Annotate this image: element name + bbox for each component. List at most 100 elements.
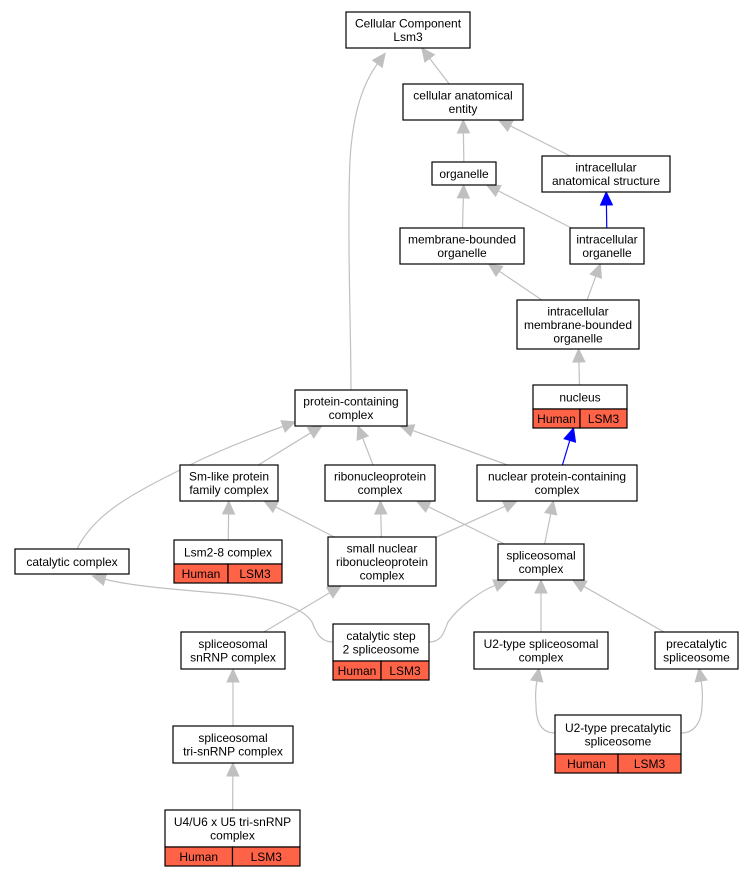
annotation-species: Human — [567, 757, 606, 771]
node-box — [345, 11, 471, 49]
edge-arrowhead — [306, 425, 323, 439]
node-box — [327, 536, 437, 587]
edge-arrowhead — [371, 52, 386, 69]
edge-u2-type-precatalytic-spliceosome-to-precatalytic-spliceosome — [680, 666, 708, 734]
edge-cellular-anatomical-entity-to-cellular-component-lsm3 — [421, 47, 450, 85]
node-box — [294, 389, 408, 427]
node-label: entity — [449, 102, 478, 116]
node-box — [14, 548, 130, 575]
edge-arrowhead — [226, 667, 240, 683]
node-label: complex — [519, 562, 564, 576]
edge-arrowhead — [91, 572, 108, 586]
edge-line — [461, 197, 464, 229]
edge-line — [510, 125, 571, 157]
node-label: nuclear protein-containing — [488, 470, 626, 484]
edge-line — [263, 592, 331, 633]
node-label: spliceosome — [585, 735, 652, 749]
edge-arrowhead — [456, 183, 471, 199]
node-box — [476, 464, 638, 502]
node-box — [541, 155, 671, 193]
annotation-gene: LSM3 — [251, 850, 283, 864]
edge-arrowhead — [571, 579, 588, 593]
node-label: tri-snRNP complex — [183, 745, 283, 759]
node-box — [324, 464, 436, 502]
node-label: 2 spliceosome — [343, 643, 420, 657]
edge-arrowhead — [356, 424, 370, 442]
node-label: complex — [358, 483, 403, 497]
edge-arrowhead — [530, 666, 544, 683]
edge-line — [257, 432, 311, 466]
node-label: complex — [360, 568, 405, 582]
edge-line — [76, 425, 285, 550]
edge-line — [680, 679, 704, 734]
annotation-cell — [380, 660, 430, 681]
edge-arrowhead — [226, 761, 240, 777]
node-label: U4/U6 x U5 tri-snRNP — [174, 815, 291, 829]
node-box — [497, 543, 585, 581]
edge-nuclear-protein-containing-complex-to-nucleus — [561, 426, 577, 466]
node-box — [332, 623, 430, 662]
edge-small-nuclear-ribonucleoprotein-complex-to-sm-like-protein-family-complex — [263, 500, 335, 538]
edge-spliceosomal-tri-snrnp-complex-to-spliceosomal-snrnp-complex — [226, 667, 240, 726]
node-label: Cellular Component — [355, 17, 462, 31]
node-label: cellular anatomical — [413, 89, 512, 103]
edge-precatalytic-spliceosome-to-spliceosomal-complex — [571, 579, 665, 633]
annotation-species: Human — [338, 664, 377, 678]
edge-arrowhead — [456, 118, 471, 134]
node-label: spliceosomal — [198, 731, 267, 745]
edge-line — [578, 361, 581, 386]
edge-arrowhead — [599, 190, 614, 206]
edge-small-nuclear-ribonucleoprotein-complex-to-ribonucleoprotein-complex — [374, 499, 388, 538]
node-organelle[interactable]: organelle — [431, 161, 497, 186]
node-label: complex — [329, 408, 374, 422]
edge-arrowhead — [280, 420, 297, 433]
edge-nuclear-protein-containing-complex-to-protein-containing-complex — [399, 424, 508, 466]
edge-u2-type-spliceosomal-complex-to-spliceosomal-complex — [534, 578, 548, 632]
node-label: membrane-bounded — [408, 233, 516, 247]
node-label: ribonucleoprotein — [336, 555, 428, 569]
node-label: family complex — [189, 483, 268, 497]
edge-line — [348, 62, 379, 391]
annotation-gene: LSM3 — [239, 567, 271, 581]
edge-line — [544, 513, 552, 545]
edges-layer — [76, 47, 708, 811]
edge-line — [362, 437, 374, 466]
edge-arrowhead — [534, 578, 548, 594]
edge-line — [498, 190, 572, 229]
node-label: membrane-bounded — [524, 318, 632, 332]
node-box — [172, 725, 294, 764]
annotation-cell — [227, 563, 283, 584]
edge-intracellular-anatomical-structure-to-cellular-anatomical-entity — [497, 119, 571, 157]
edge-line — [561, 440, 571, 466]
edge-arrowhead — [221, 499, 236, 515]
edge-intracellular-organelle-to-intracellular-anatomical-structure — [599, 190, 614, 229]
node-label: organelle — [439, 167, 489, 181]
edge-sm-like-protein-family-complex-to-protein-containing-complex — [257, 425, 323, 466]
node-catalytic-complex[interactable]: catalytic complex — [14, 548, 130, 575]
node-label: catalytic complex — [26, 555, 117, 569]
edge-arrowhead — [374, 499, 388, 515]
edge-line — [583, 585, 665, 633]
edge-arrowhead — [421, 47, 436, 63]
